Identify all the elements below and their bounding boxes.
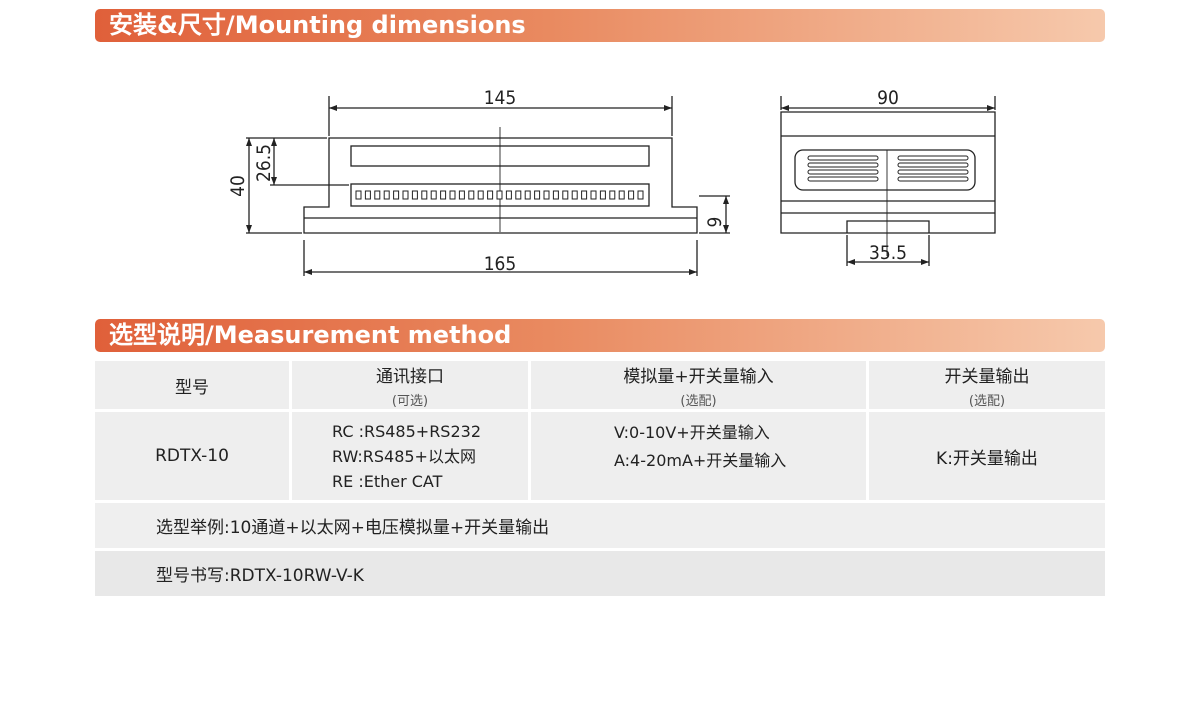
terminal-block	[350, 183, 650, 207]
terminal-pin	[581, 190, 588, 200]
terminal-pin	[515, 190, 522, 200]
output-value: K:开关量输出	[936, 448, 1038, 469]
terminal-pin	[637, 190, 644, 200]
side-view-outline	[780, 111, 996, 234]
analog-option-v: V:0-10V+开关量输入	[614, 423, 770, 442]
side-clip	[846, 220, 930, 233]
terminal-pin	[628, 190, 635, 200]
dim-side-width: 90	[877, 87, 899, 109]
terminal-pin	[524, 190, 531, 200]
terminal-pin	[468, 190, 475, 200]
vent-slot	[807, 162, 879, 168]
vent-slot	[807, 176, 879, 182]
model-writing: 型号书写:RDTX-10RW-V-K	[156, 566, 364, 586]
header-comm-label: 通讯接口	[376, 366, 444, 387]
terminal-pin	[599, 190, 606, 200]
mounting-section-title: 安装&尺寸/Mounting dimensions	[95, 9, 1105, 42]
terminal-pin	[421, 190, 428, 200]
header-model-label: 型号	[175, 377, 209, 398]
dim-top-width: 145	[484, 87, 517, 109]
terminal-pin	[571, 190, 578, 200]
header-output: 开关量输出 (选配)	[869, 361, 1105, 409]
dim-foot-height: 9	[704, 217, 726, 228]
comm-option-re: RE :Ether CAT	[332, 471, 443, 491]
terminal-pin	[496, 190, 503, 200]
dim-height: 40	[227, 175, 249, 197]
terminal-pin	[383, 190, 390, 200]
dim-bottom-width: 165	[484, 253, 517, 275]
front-view-outline	[303, 137, 698, 234]
terminal-pin	[609, 190, 616, 200]
terminal-pin	[402, 190, 409, 200]
comm-option-rc: RC :RS485+RS232	[332, 421, 481, 441]
terminal-pin	[552, 190, 559, 200]
side-vent-panel	[794, 149, 976, 191]
header-model: 型号	[95, 361, 289, 409]
method-section-title: 选型说明/Measurement method	[95, 319, 1105, 352]
terminal-pin	[374, 190, 381, 200]
analog-option-a: A:4-20mA+开关量输入	[614, 451, 787, 470]
selection-example: 选型举例:10通道+以太网+电压模拟量+开关量输出	[156, 518, 550, 538]
vent-slot	[897, 155, 969, 161]
terminal-pin	[618, 190, 625, 200]
header-output-sub: (选配)	[968, 393, 1006, 409]
header-analog-sub: (选配)	[680, 393, 717, 409]
terminal-pin	[430, 190, 437, 200]
terminal-pin	[355, 190, 362, 200]
terminal-pin	[393, 190, 400, 200]
selection-example-row: 选型举例:10通道+以太网+电压模拟量+开关量输出	[95, 503, 1105, 548]
cell-analog: V:0-10V+开关量输入 A:4-20mA+开关量输入	[531, 412, 866, 500]
vent-slot	[807, 169, 879, 175]
terminal-pin	[440, 190, 447, 200]
terminal-pin	[487, 190, 494, 200]
vent-slot	[897, 176, 969, 182]
cell-output: K:开关量输出	[869, 412, 1105, 500]
cell-model: RDTX-10	[95, 412, 289, 500]
dim-inner-height: 26.5	[253, 144, 275, 182]
vent-slot	[807, 155, 879, 161]
header-analog-label: 模拟量+开关量输入	[623, 366, 774, 387]
terminal-pin	[562, 190, 569, 200]
cell-comm: RC :RS485+RS232 RW:RS485+以太网 RE :Ether C…	[292, 412, 528, 500]
vent-slot	[897, 162, 969, 168]
header-comm-sub: (可选)	[391, 393, 429, 409]
terminal-pin	[411, 190, 418, 200]
vent-slot	[897, 169, 969, 175]
header-output-label: 开关量输出	[944, 366, 1030, 387]
terminal-pin	[590, 190, 597, 200]
dim-side-clip: 35.5	[869, 242, 907, 264]
model-writing-row: 型号书写:RDTX-10RW-V-K	[95, 551, 1105, 596]
terminal-pin	[458, 190, 465, 200]
terminal-pin	[364, 190, 371, 200]
terminal-pin	[477, 190, 484, 200]
header-comm: 通讯接口 (可选)	[292, 361, 528, 409]
mounting-dimension-drawing: 145 165 40 26.5 9 90 35.5	[227, 87, 996, 276]
terminal-pin	[505, 190, 512, 200]
terminal-pin	[449, 190, 456, 200]
header-analog: 模拟量+开关量输入 (选配)	[531, 361, 866, 409]
terminal-pin	[543, 190, 550, 200]
comm-option-rw: RW:RS485+以太网	[332, 446, 476, 466]
terminal-pin	[534, 190, 541, 200]
model-value: RDTX-10	[155, 446, 229, 466]
